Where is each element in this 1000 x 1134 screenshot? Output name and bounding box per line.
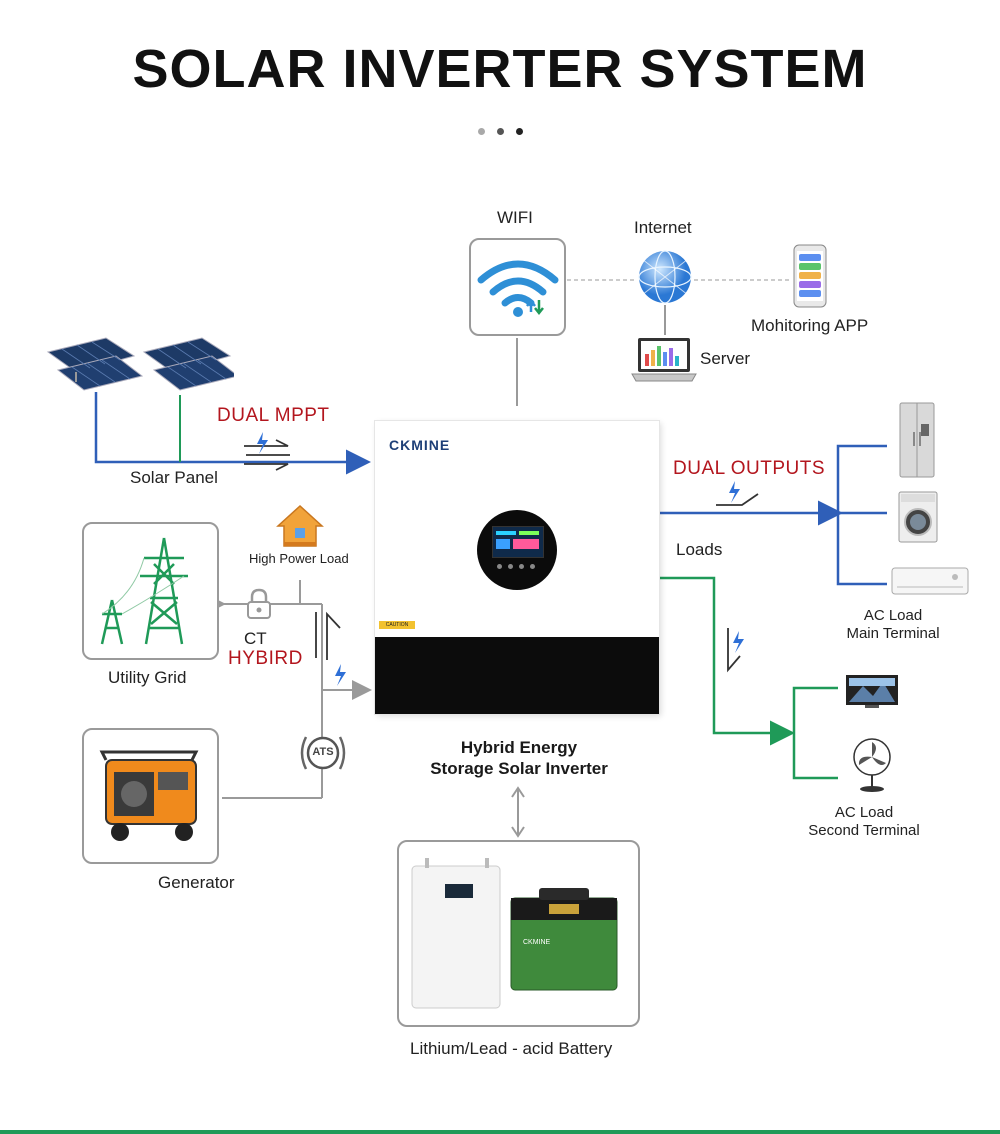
- ac-second-line2: Second Terminal: [808, 822, 920, 839]
- bolt-second-icon: [733, 631, 744, 653]
- ac-main-line2: Main Terminal: [846, 625, 940, 642]
- mppt-symbol: [244, 439, 290, 471]
- dot-3: [516, 128, 523, 135]
- phone-icon: [793, 244, 827, 308]
- hybrid-symbol: [315, 611, 341, 660]
- battery-images: CKMINE: [411, 858, 618, 1009]
- wifi-icon: [477, 260, 559, 317]
- laptop-icon: [630, 336, 698, 384]
- caution-text: CAUTION: [385, 622, 409, 628]
- globe-icon: [636, 249, 694, 305]
- inverter-base: [375, 637, 659, 714]
- inverter-unit: CKMINE CAUTION: [375, 421, 659, 714]
- bolt-output-icon: [729, 481, 740, 503]
- dot-2: [497, 128, 504, 135]
- dot-1: [478, 128, 485, 135]
- loads-label: Loads: [676, 540, 723, 559]
- refrigerator-image: [899, 402, 935, 478]
- ac-second-line1: AC Load: [834, 804, 894, 821]
- second-branch-line: [792, 686, 838, 780]
- ct-label: CT: [244, 629, 267, 648]
- utility-grid-box: [82, 522, 219, 660]
- ats-label: ATS: [312, 746, 334, 758]
- dual-mppt-label: DUAL MPPT: [217, 405, 330, 426]
- svg-text:CKMINE: CKMINE: [523, 939, 551, 946]
- second-output-line: [659, 576, 795, 746]
- utility-grid-label: Utility Grid: [108, 668, 187, 687]
- battery-box: CKMINE: [397, 840, 640, 1027]
- generator-icon: [99, 750, 199, 841]
- bolt-mppt-icon: [257, 432, 268, 454]
- hybird-label: HYBIRD: [228, 648, 303, 669]
- server-label: Server: [700, 349, 751, 368]
- television-image: [845, 674, 899, 710]
- internet-label: Internet: [634, 218, 692, 237]
- solar-line: [94, 392, 371, 475]
- dual-outputs-label: DUAL OUTPUTS: [673, 458, 826, 479]
- caution-sticker: CAUTION: [379, 621, 415, 629]
- main-branch-line: [836, 444, 887, 586]
- bolt-hybrid-icon: [335, 664, 346, 686]
- second-output-symbol: [727, 628, 741, 673]
- wifi-box: [469, 238, 566, 336]
- house-icon: [276, 504, 324, 548]
- battery-label: Lithium/Lead - acid Battery: [410, 1039, 613, 1058]
- generator-label: Generator: [158, 873, 235, 892]
- solar-panel-label: Solar Panel: [130, 468, 218, 487]
- ats-switch-icon: ATS: [296, 727, 350, 779]
- inverter-name-line1: Hybrid Energy: [460, 738, 578, 757]
- power-tower-icon: [100, 537, 188, 645]
- dual-output-symbol: [716, 493, 759, 506]
- inverter-display: [477, 510, 557, 590]
- carousel-dots: [478, 128, 524, 136]
- ac-main-line1: AC Load: [863, 607, 923, 624]
- page-title: SOLAR INVERTER SYSTEM: [132, 39, 868, 99]
- washing-machine-image: [898, 491, 938, 543]
- air-conditioner-image: [891, 567, 969, 595]
- wifi-label: WIFI: [497, 208, 533, 227]
- inverter-brand: CKMINE: [389, 437, 451, 453]
- lock-icon: [246, 588, 272, 620]
- inverter-name-line2: Storage Solar Inverter: [430, 759, 608, 778]
- bottom-accent-bar: [0, 1130, 1000, 1134]
- monitoring-app-label: Mohitoring APP: [751, 316, 869, 335]
- fan-image: [850, 737, 894, 793]
- solar-panels-image: [42, 332, 234, 398]
- display-screen: [492, 526, 544, 558]
- generator-box: [82, 728, 219, 864]
- high-power-load-label: High Power Load: [249, 551, 349, 566]
